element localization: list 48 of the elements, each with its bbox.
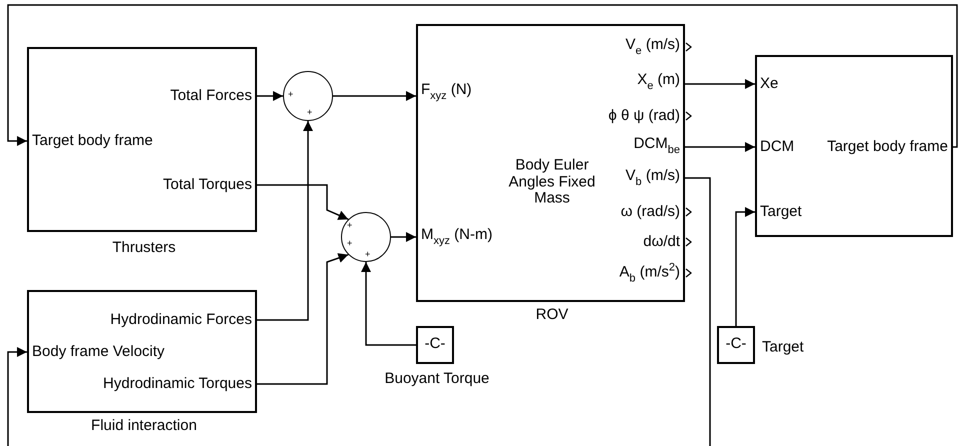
signal-line <box>685 142 755 152</box>
block-caption: Buoyant Torque <box>384 370 490 387</box>
port-label: Total Forces <box>170 88 252 104</box>
port-label: V$_{b}$ (m/s) <box>626 168 680 188</box>
sign-label: + <box>365 250 370 260</box>
port-label: Hydrodinamic Forces <box>110 312 252 328</box>
port-label: X$_{e}$ (m) <box>637 72 680 92</box>
port-label: ϕ θ ψ (rad) <box>608 108 680 124</box>
port-label: Target body frame <box>32 132 153 150</box>
signal-line <box>333 91 416 101</box>
block-label: -C- <box>424 336 446 352</box>
signal-line <box>257 121 313 321</box>
block-caption: Target <box>762 338 804 356</box>
subsystem-block <box>755 55 953 237</box>
signal-line <box>257 184 349 220</box>
port-label: dω/dt <box>643 234 680 250</box>
port-label: ω (rad/s) <box>620 204 680 220</box>
port-label: V$_{e}$ (m/s) <box>626 36 680 58</box>
sum-circle <box>341 212 391 262</box>
signal-line <box>685 79 755 89</box>
signal-line <box>735 207 755 326</box>
port-label: DCM$_{be}$ <box>634 136 680 156</box>
port-label: Body frame Velocity <box>32 344 165 360</box>
signal-line <box>257 91 283 101</box>
signal-line <box>361 262 416 346</box>
port-label: Xe <box>760 76 778 92</box>
port-label: Total Torques <box>163 176 252 194</box>
sign-label: + <box>347 239 352 249</box>
port-label: A$_{b}$ (m/s$^{2}$) <box>619 261 680 285</box>
signal-line <box>391 232 416 242</box>
port-label: Target body frame <box>827 138 948 156</box>
port-label: F$_{xyz}$ (N) <box>421 82 472 102</box>
port-label: Hydrodinamic Torques <box>103 376 252 392</box>
sign-label: + <box>347 221 352 231</box>
block-caption: Thrusters <box>112 239 176 256</box>
block-caption: ROV <box>536 306 568 323</box>
port-label: DCM <box>760 138 794 156</box>
block-label: Body Euler Angles Fixed Mass <box>508 157 596 207</box>
sum-circle <box>283 71 333 121</box>
block-label: -C- <box>726 336 746 352</box>
port-label: M$_{xyz}$ (N-m) <box>421 226 492 248</box>
signal-line <box>257 253 349 385</box>
signal-line <box>7 177 711 446</box>
sign-label: + <box>307 108 312 118</box>
signal-line <box>7 4 958 148</box>
sign-label: + <box>288 90 294 100</box>
port-label: Target <box>760 204 802 220</box>
block-caption: Fluid interaction <box>91 417 197 434</box>
